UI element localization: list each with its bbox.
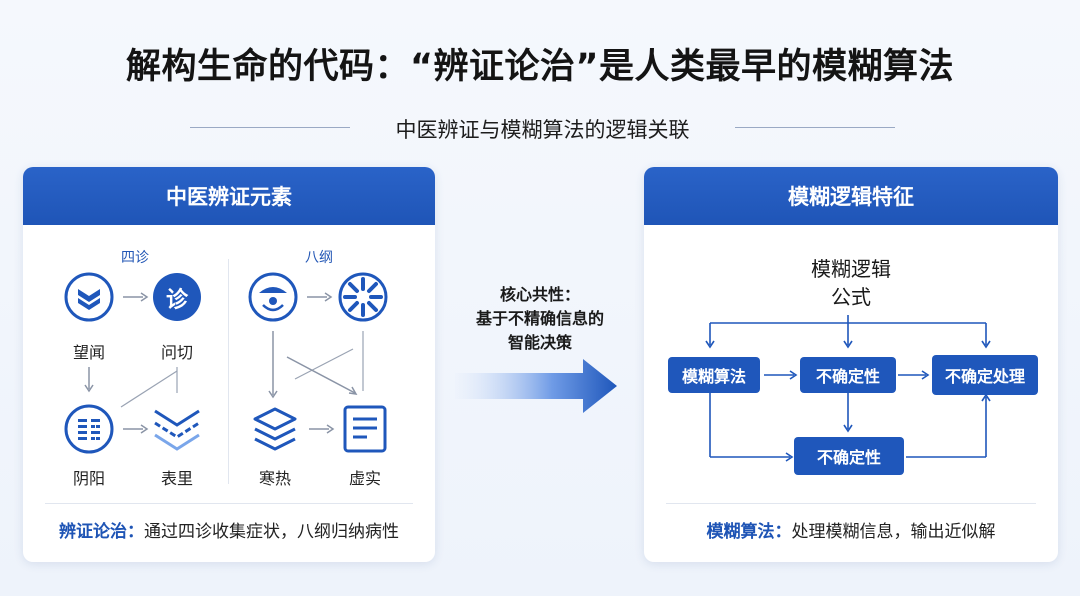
tcm-panel-header: 中医辨证元素 (23, 167, 435, 225)
layered-chevrons-icon (154, 409, 200, 451)
footer-text-bianzheng: 通过四诊收集症状，八纲归纳病性 (144, 522, 399, 542)
box-uncertainty-bottom: 不确定性 (794, 437, 904, 475)
subtitle-divider-left (190, 127, 350, 128)
radial-wheel-icon (338, 272, 388, 322)
chevron-shield-icon (64, 272, 114, 322)
item-label-wenqie: 问切 (160, 343, 193, 362)
group-separator (228, 259, 229, 484)
yinyang-grid-icon (64, 404, 114, 454)
sizhen-connectors (84, 367, 178, 408)
item-label-wangwen: 望闻 (72, 343, 105, 362)
arrow-right-icon (123, 292, 149, 302)
arrow-right-icon (307, 292, 333, 302)
tcm-panel: 中医辨证元素 四诊 八纲 望闻 诊 问切 阴阳 (23, 167, 435, 562)
fuzzy-panel-footer: 模糊算法：处理模糊信息，输出近似解 (644, 517, 1058, 542)
fuzzy-formula-title: 模糊逻辑 公式 (744, 255, 958, 311)
center-caption: 核心共性： 基于不精确信息的 智能决策 (440, 283, 640, 355)
item-label-yinyang: 阴阳 (72, 469, 105, 488)
footer-label-fuzzy: 模糊算法： (706, 522, 792, 542)
fuzzy-panel-header: 模糊逻辑特征 (644, 167, 1058, 225)
document-list-icon (343, 405, 387, 453)
tcm-panel-divider (45, 503, 413, 504)
item-label-xushi: 虚实 (348, 469, 381, 488)
box-uncertainty-processing: 不确定处理 (932, 355, 1038, 395)
group-label-bagang: 八纲 (305, 250, 333, 266)
item-label-biaoli: 表里 (160, 469, 193, 488)
arrow-right-icon (309, 424, 335, 434)
subtitle-divider-right (735, 127, 895, 128)
page-subtitle: 中医辨证与模糊算法的逻辑关联 (395, 118, 690, 142)
fuzzy-panel: 模糊逻辑特征 模糊逻辑 公式 (644, 167, 1058, 562)
footer-text-fuzzy: 处理模糊信息，输出近似解 (791, 522, 996, 542)
zhen-badge-char: 诊 (165, 288, 188, 313)
zhen-badge-icon (153, 273, 201, 321)
center-caption-line2: 基于不精确信息的 (475, 309, 604, 328)
box-uncertainty-top: 不确定性 (800, 357, 896, 393)
page-title: 解构生命的代码：“辨证论治”是人类最早的模糊算法 (125, 47, 954, 87)
center-caption-line3: 智能决策 (507, 333, 572, 352)
box-fuzzy-algorithm: 模糊算法 (668, 357, 760, 393)
tcm-panel-footer: 辨证论治：通过四诊收集症状，八纲归纳病性 (23, 517, 435, 542)
big-arrow-right-icon (455, 359, 617, 413)
stacked-layers-icon (253, 407, 297, 451)
bagang-connectors (268, 331, 364, 399)
formula-line1: 模糊逻辑 (811, 257, 891, 281)
center-caption-line1: 核心共性： (499, 285, 580, 304)
footer-label-bianzheng: 辨证论治： (59, 522, 144, 542)
arrow-right-icon (123, 424, 149, 434)
flow-connectors (705, 315, 991, 462)
group-label-sizhen: 四诊 (121, 250, 149, 266)
fuzzy-panel-divider (666, 503, 1036, 504)
item-label-hanre: 寒热 (258, 469, 291, 488)
formula-line2: 公式 (831, 285, 871, 309)
ear-tray-icon (248, 272, 298, 322)
